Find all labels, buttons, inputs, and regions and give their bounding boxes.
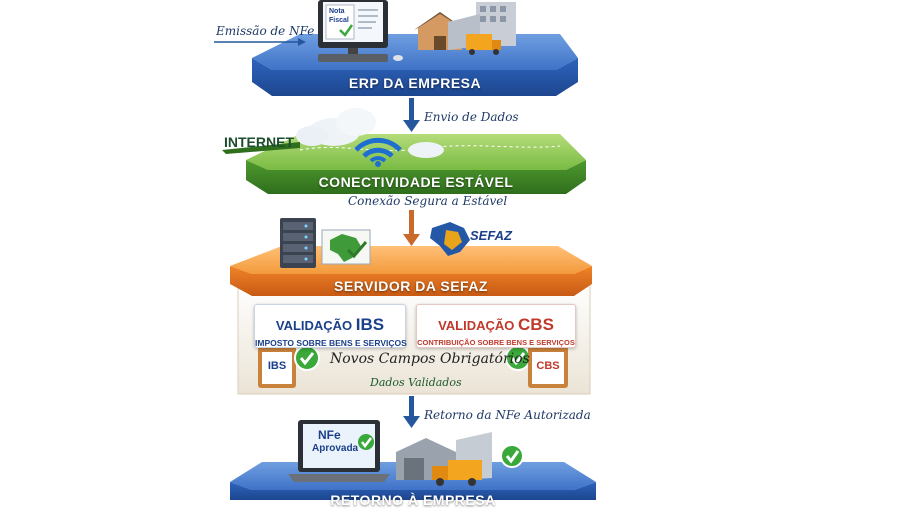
cbs-prefix: VALIDAÇÃO xyxy=(438,318,519,333)
emission-label: Emissão de NFe xyxy=(216,24,315,38)
computer-icon xyxy=(318,0,403,62)
cbs-subtitle: CONTRIBUIÇÃO SOBRE BENS E SERVIÇOS xyxy=(417,338,575,347)
internet-title: CONECTIVIDADE ESTÁVEL xyxy=(318,174,514,190)
cbs-clipboard-icon xyxy=(528,342,568,388)
clip-ibs-label: IBS xyxy=(267,360,287,372)
ibs-validation-title: VALIDAÇÃO IBS xyxy=(255,315,405,335)
validated-label: Dados Validados xyxy=(370,376,462,389)
sefaz-tier xyxy=(230,246,592,296)
flow-arrow-1 xyxy=(403,98,420,132)
delivery-truck-icon xyxy=(466,34,501,55)
sefaz-tier-front xyxy=(230,266,592,296)
emission-arrow xyxy=(214,38,306,46)
return-check-icon xyxy=(500,444,524,468)
ibs-code: IBS xyxy=(355,315,385,334)
ibs-validation-box: VALIDAÇÃO IBS IMPOSTO SOBRE BENS E SERVI… xyxy=(254,304,407,348)
ibs-prefix: VALIDAÇÃO xyxy=(275,318,356,333)
cbs-code: CBS xyxy=(518,315,554,334)
flow-arrow-2 xyxy=(403,210,420,246)
screen-title: Nota Fiscal xyxy=(329,8,349,24)
erp-title: ERP DA EMPRESA xyxy=(348,75,482,91)
internet-pointer xyxy=(222,142,300,154)
internet-label: INTERNET xyxy=(224,134,294,150)
clip-cbs-label: CBS xyxy=(536,360,560,372)
screen-line-2: Aprovada xyxy=(312,443,359,454)
return-tier-front xyxy=(230,482,596,500)
sefaz-tier-top xyxy=(230,246,592,274)
flow-label-3: Retorno da NFe Autorizada xyxy=(424,408,591,422)
cbs-validation-title: VALIDAÇÃO CBS xyxy=(417,315,575,335)
return-truck-icon xyxy=(432,460,482,486)
cloud-icon xyxy=(296,108,444,158)
erp-tier-front xyxy=(252,58,578,96)
flow-arrow-3 xyxy=(403,396,420,428)
approved-check-icon xyxy=(358,434,374,450)
brazil-map-icon xyxy=(321,229,371,265)
ibs-subtitle: IMPOSTO SOBRE BENS E SERVIÇOS xyxy=(255,338,407,348)
ibs-check-icon xyxy=(294,345,320,371)
sefaz-logo-text: SEFAZ xyxy=(470,228,512,243)
wifi-icon xyxy=(354,137,402,167)
screen-line-1: NFe xyxy=(318,428,341,442)
new-fields-label: Novos Campos Obrigatórios xyxy=(330,351,530,367)
internet-tier-front xyxy=(246,160,586,194)
erp-tier-top xyxy=(252,34,578,70)
flow-label-1: Envio de Dados xyxy=(424,110,519,124)
return-title: RETORNO À EMPRESA xyxy=(330,492,496,508)
flow-label-2: Conexão Segura a Estável xyxy=(348,194,508,208)
cbs-validation-box: VALIDAÇÃO CBS CONTRIBUIÇÃO SOBRE BENS E … xyxy=(416,304,576,348)
sefaz-logo-icon xyxy=(430,222,470,256)
sefaz-title: SERVIDOR DA SEFAZ xyxy=(334,278,488,294)
server-icon xyxy=(280,218,316,268)
